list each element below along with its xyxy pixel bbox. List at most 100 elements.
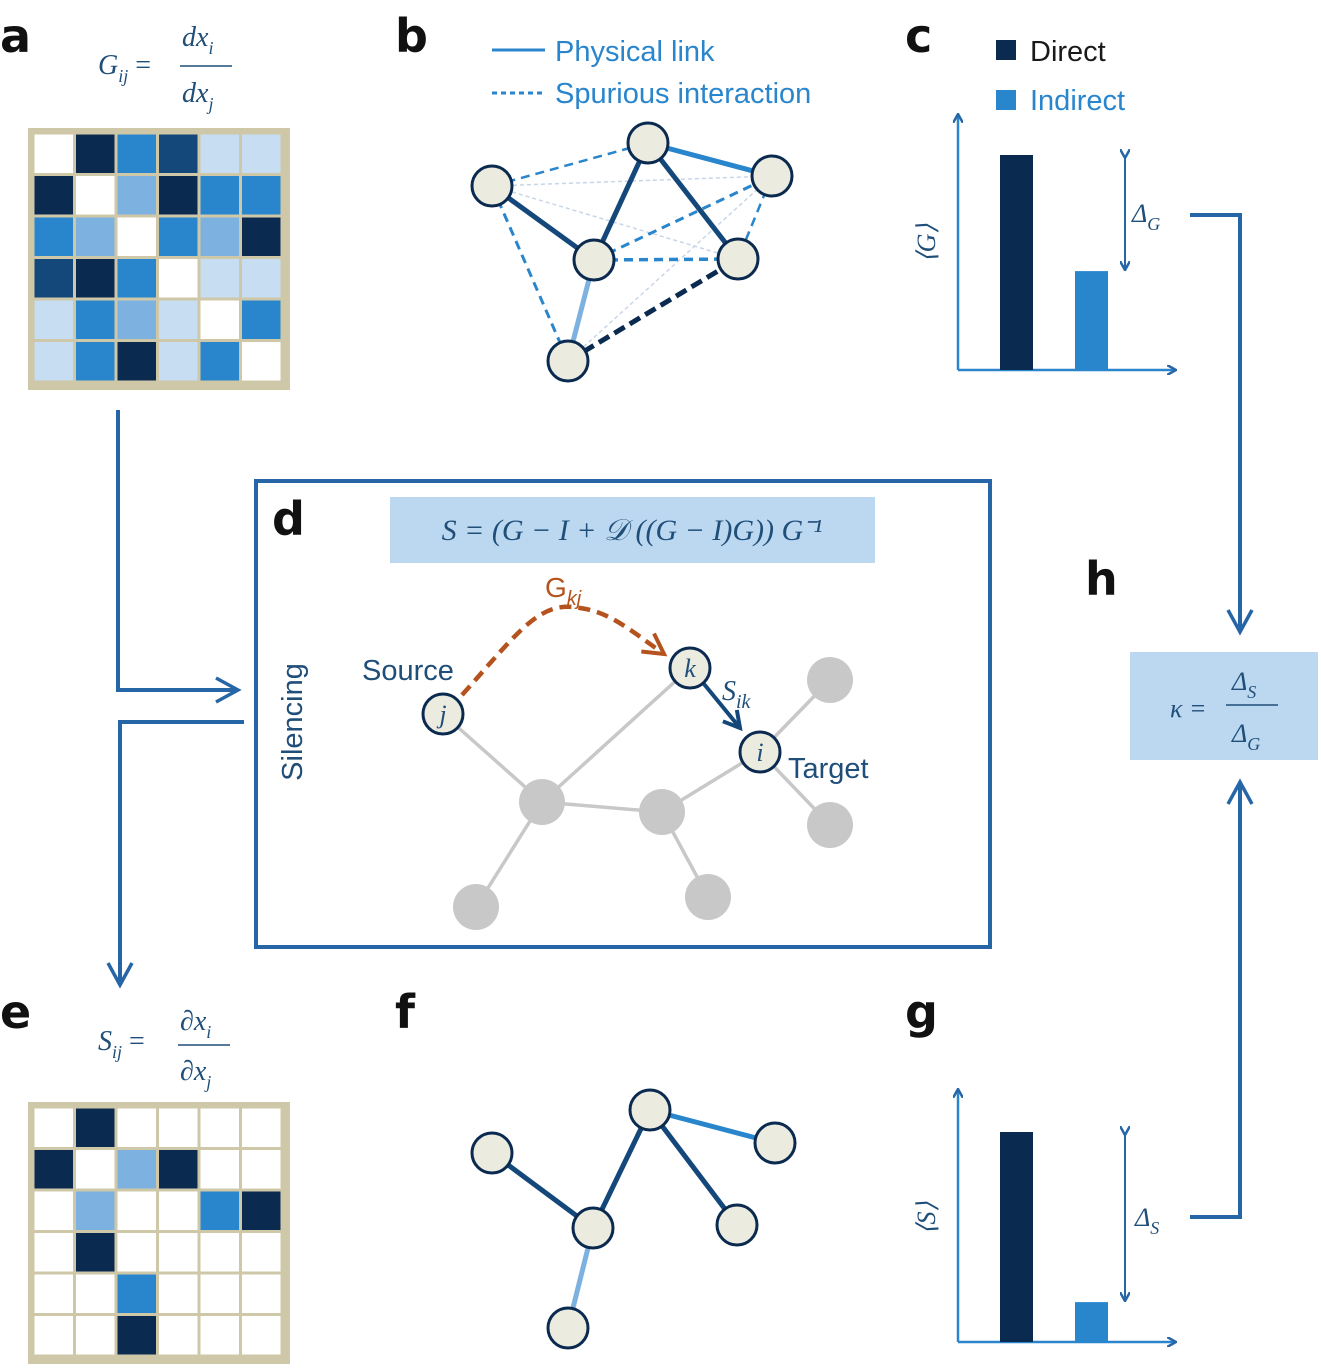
matrix-cell: [200, 1150, 239, 1189]
matrix-cell: [159, 300, 198, 339]
node-label-k: k: [684, 654, 696, 683]
gray-node: [807, 657, 853, 703]
network-node: [421, 692, 465, 736]
gkj-arrow: [460, 604, 664, 697]
svg-text:dxj: dxj: [182, 78, 213, 114]
matrix-cell: [76, 300, 115, 339]
matrix-cell: [159, 176, 198, 215]
matrix-cell: [34, 259, 73, 298]
delta-g-label: ΔG: [1131, 199, 1160, 234]
matrix-cell: [242, 1191, 281, 1230]
matrix-cell: [159, 1316, 198, 1355]
connector-c-to-h: [1190, 213, 1254, 636]
matrix-cell: [76, 176, 115, 215]
spurious-edge: [490, 185, 570, 362]
matrix-cell: [76, 217, 115, 256]
kappa-box: κ = ΔS ΔG: [1130, 652, 1318, 760]
matrix-cell: [200, 259, 239, 298]
matrix-cell: [200, 300, 239, 339]
gray-node: [685, 874, 731, 920]
network-f: [470, 1088, 797, 1350]
gkj-label: Gkj: [545, 572, 582, 610]
matrix-cell: [117, 1233, 156, 1272]
gray-node: [807, 802, 853, 848]
panel-label-c: c: [905, 9, 932, 63]
matrix-cell: [242, 259, 281, 298]
bar-direct: [1000, 155, 1033, 370]
legend-physical-link: Physical link: [555, 36, 715, 68]
bar-direct: [1000, 1132, 1033, 1342]
matrix-cell: [159, 1191, 198, 1230]
chart-g: ⟨S⟩ ΔS: [912, 1090, 1175, 1342]
legend-indirect-swatch: [996, 90, 1016, 110]
gray-node: [519, 779, 565, 825]
formula-g: Gij = dxi dxj: [98, 22, 232, 114]
delta-s-label: ΔS: [1134, 1203, 1159, 1238]
legend-direct-swatch: [996, 40, 1016, 60]
bar-indirect: [1075, 271, 1108, 370]
panel-label-g: g: [905, 985, 938, 1039]
matrix-cell: [159, 1150, 198, 1189]
panel-d-frame: [254, 479, 992, 949]
panel-label-e: e: [0, 985, 31, 1039]
physical-edge: [540, 666, 692, 804]
matrix-cell: [117, 342, 156, 381]
matrix-cell: [242, 1150, 281, 1189]
matrix-cell: [117, 1316, 156, 1355]
matrix-cell: [242, 1108, 281, 1147]
matrix-cell: [200, 342, 239, 381]
kappa-den: ΔG: [1231, 719, 1260, 754]
matrix-cell: [159, 1233, 198, 1272]
matrix-cell: [76, 1108, 115, 1147]
gray-node: [453, 884, 499, 930]
spurious-edge: [593, 174, 773, 262]
matrix-cell: [34, 1316, 73, 1355]
matrix-cell: [117, 176, 156, 215]
target-label: Target: [788, 753, 869, 785]
network-node: [715, 1203, 759, 1247]
matrix-cell: [242, 176, 281, 215]
panel-label-b: b: [395, 9, 428, 63]
network-node: [628, 1088, 672, 1132]
matrix-cell: [159, 134, 198, 173]
matrix-cell: [200, 1274, 239, 1313]
node-label-j: j: [436, 700, 446, 729]
matrix-cell: [242, 1274, 281, 1313]
matrix-cell: [117, 134, 156, 173]
sik-label: Sik: [722, 676, 752, 713]
matrix-cell: [200, 1108, 239, 1147]
matrix-cell: [76, 1316, 115, 1355]
matrix-cell: [159, 1108, 198, 1147]
matrix-cell: [34, 300, 73, 339]
matrix-cell: [34, 176, 73, 215]
formula-box: [390, 497, 875, 563]
matrix-cell: [200, 134, 239, 173]
matrix-cell: [242, 300, 281, 339]
spurious-edge: [491, 185, 739, 260]
matrix-cell: [117, 1108, 156, 1147]
matrix-cell: [76, 1274, 115, 1313]
matrix-cell: [200, 1191, 239, 1230]
matrix-cell: [34, 342, 73, 381]
matrix-cell: [242, 1316, 281, 1355]
network-node: [572, 238, 616, 282]
network-node: [716, 237, 760, 281]
svg-text:∂xi: ∂xi: [180, 1006, 211, 1042]
y-axis-label: ⟨S⟩: [912, 1201, 941, 1234]
matrix-cell: [76, 259, 115, 298]
formula-s: Sij = ∂xi ∂xj: [98, 1006, 230, 1092]
source-label: Source: [362, 655, 454, 687]
silencing-formula: S = (G − I + 𝒟 ((G − I)G)) G⁻¹: [442, 514, 823, 547]
sik-arrow: [702, 682, 740, 728]
legend-spurious-interaction: Spurious interaction: [555, 78, 811, 110]
matrix-cell: [76, 1191, 115, 1230]
matrix-cell: [34, 217, 73, 256]
matrix-cell: [117, 1150, 156, 1189]
network-node: [470, 164, 514, 208]
legend-indirect: Indirect: [1030, 85, 1125, 117]
matrix-cell: [200, 1316, 239, 1355]
matrix-cell: [242, 134, 281, 173]
matrix-cell: [200, 1233, 239, 1272]
physical-edge: [649, 1107, 776, 1146]
